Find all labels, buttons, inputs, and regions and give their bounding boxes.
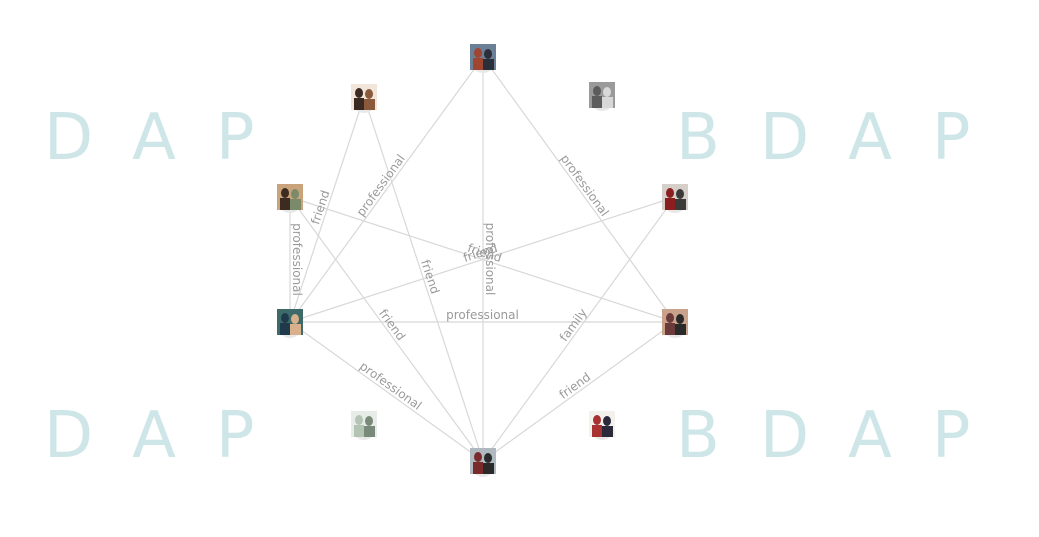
photo-couple-close-icon bbox=[589, 411, 615, 437]
node-right[interactable] bbox=[662, 309, 688, 338]
photo-hand-light-icon bbox=[351, 411, 377, 437]
edge-left-upper-bottom bbox=[289, 196, 484, 462]
edge-labels-layer: professional professional professional frie… bbox=[290, 152, 612, 413]
node-left[interactable] bbox=[277, 309, 303, 338]
photo-person-profile-icon bbox=[351, 84, 377, 110]
nodes-layer bbox=[277, 44, 688, 477]
edge-label: family bbox=[557, 306, 590, 344]
node-top[interactable] bbox=[470, 44, 496, 73]
photo-people-indoor-icon bbox=[277, 184, 303, 210]
edge-label: professional bbox=[290, 223, 304, 296]
watermark-top-left: BDAP bbox=[0, 101, 295, 175]
edge-label: professional bbox=[483, 223, 497, 296]
photo-couple-icon bbox=[662, 309, 688, 335]
edge-label: professional bbox=[558, 152, 612, 219]
photo-group-icon bbox=[662, 184, 688, 210]
watermark-bottom-right: BDAP bbox=[676, 399, 1011, 473]
node-upper-right[interactable] bbox=[589, 82, 615, 111]
node-lower-right[interactable] bbox=[589, 411, 615, 440]
edge-label: friend bbox=[418, 258, 442, 296]
edge-top-left bbox=[289, 56, 484, 323]
photo-man-portrait-icon bbox=[277, 309, 303, 335]
node-left-upper[interactable] bbox=[277, 184, 303, 213]
edges-layer bbox=[289, 56, 676, 462]
edge-label: friend bbox=[308, 188, 332, 226]
watermark-top-right: BDAP bbox=[676, 101, 1011, 175]
photo-two-men-icon bbox=[470, 44, 496, 70]
node-right-upper[interactable] bbox=[662, 184, 688, 213]
photo-group-bottom-icon bbox=[470, 448, 496, 474]
edge-label: professional bbox=[354, 152, 408, 219]
edge-right-upper-bottom bbox=[482, 196, 676, 462]
node-bottom[interactable] bbox=[470, 448, 496, 477]
node-lower-left[interactable] bbox=[351, 411, 377, 440]
edge-left-right-upper bbox=[289, 196, 676, 323]
node-upper-left[interactable] bbox=[351, 84, 377, 113]
edge-label: professional bbox=[446, 308, 519, 322]
photo-grayscale-portrait-icon bbox=[589, 82, 615, 108]
edge-top-right bbox=[482, 56, 676, 323]
edge-left-bottom bbox=[289, 321, 484, 462]
edge-right-bottom bbox=[482, 321, 676, 462]
watermark-bottom-left: BDAP bbox=[0, 399, 295, 473]
